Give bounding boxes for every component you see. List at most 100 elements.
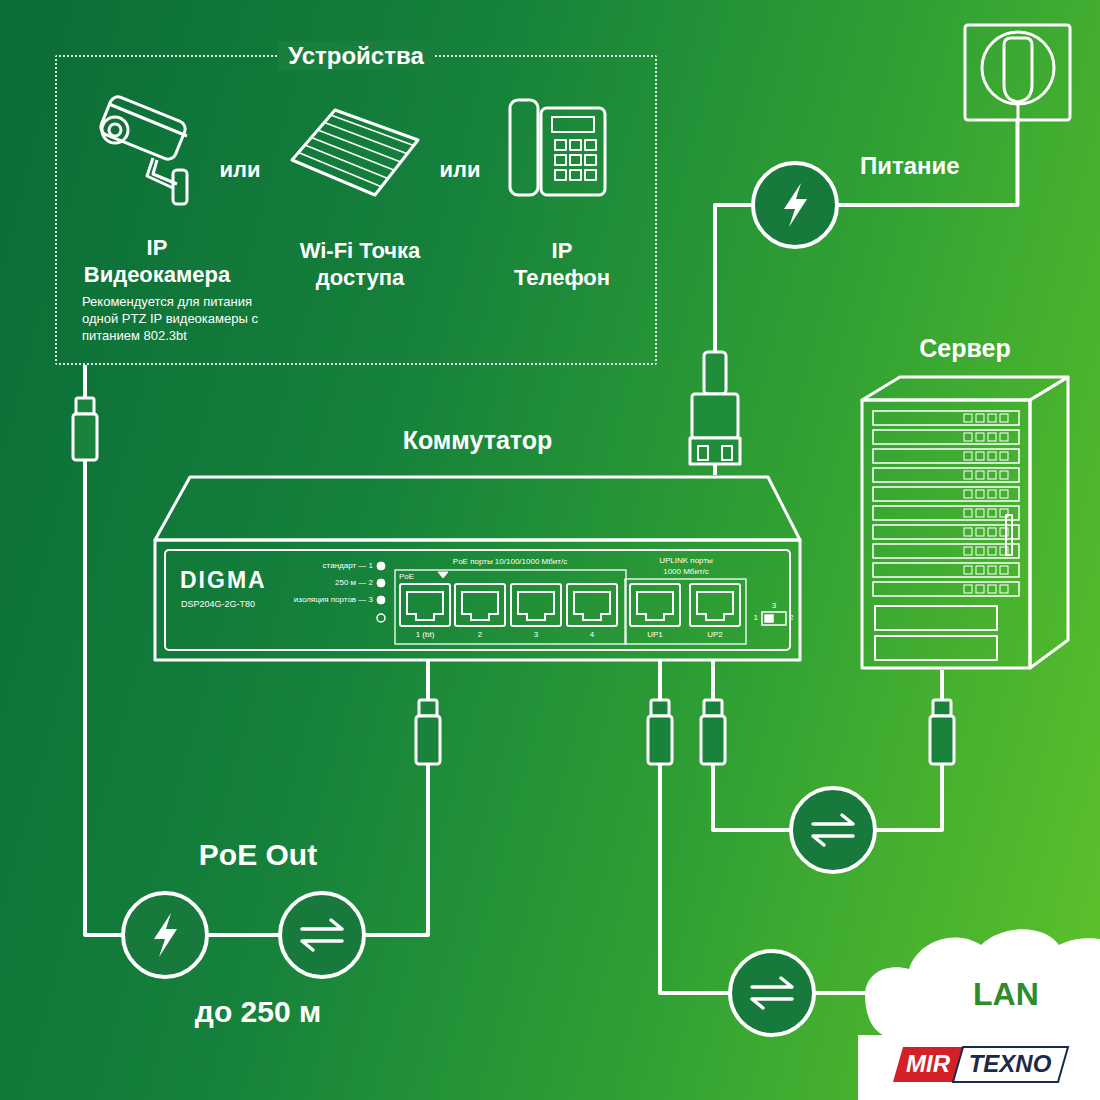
- power-symbol: [154, 913, 177, 957]
- rj45-plug: [704, 700, 722, 716]
- switch-housing: [165, 550, 790, 650]
- panel-label: PoE: [399, 572, 414, 581]
- device-node: IP ВидеокамераРекомендуется для питания …: [72, 92, 292, 347]
- node-title: Питание: [860, 151, 960, 180]
- wifi-access-point-icon: [299, 115, 414, 187]
- switch-ports: [511, 584, 561, 626]
- switch-ports: [567, 584, 617, 626]
- power-socket: [982, 32, 1054, 104]
- device-node: IP Телефон: [497, 92, 627, 292]
- power-socket: [1004, 38, 1032, 102]
- camera-icon: [98, 94, 187, 161]
- wifi-access-point-icon: [299, 153, 382, 187]
- node-title: IP Телефон: [505, 238, 620, 292]
- watermark-badge: [953, 1047, 1068, 1082]
- caption-text: или: [439, 157, 480, 182]
- server-rack: [862, 400, 1030, 668]
- status-leds: [377, 596, 385, 604]
- signal-circles: [123, 163, 875, 1035]
- power-socket: [1017, 102, 1020, 120]
- data-exchange-symbol: [813, 815, 853, 845]
- signal-circles: [753, 163, 837, 247]
- watermark-text: TEXNO: [969, 1050, 1052, 1078]
- switch-ports: [395, 570, 626, 644]
- dip-switch: [762, 612, 786, 625]
- panel-label: PoE порты 10/100/1000 Мбит/с: [453, 557, 567, 566]
- switch-housing: [155, 477, 800, 540]
- wifi-access-point-icon: [292, 110, 418, 195]
- node-title: IP Видеокамера: [72, 235, 242, 289]
- ip-phone-icon: [510, 100, 538, 195]
- device-node: Wi-Fi Точка доступа: [275, 92, 445, 292]
- cable-connector: [715, 120, 1018, 475]
- panel-label: 1000 Мбит/с: [663, 567, 709, 576]
- panel-label: 3: [772, 601, 776, 610]
- camera-icon: [98, 94, 187, 204]
- rj45-plug: [73, 414, 97, 460]
- server-rack: [862, 377, 1068, 668]
- server-rack: [1030, 377, 1068, 668]
- node-title: LAN: [973, 975, 1039, 1014]
- power-socket: [965, 25, 1070, 120]
- signal-circles: [123, 893, 207, 977]
- switch-housing: [155, 540, 800, 660]
- power-plug: [704, 352, 726, 394]
- device-node: Коммутатор: [155, 475, 800, 660]
- node-title: Устройства: [278, 41, 433, 70]
- panel-label: 4: [590, 630, 594, 639]
- data-exchange-symbol: [302, 815, 853, 1008]
- node-title: Коммутатор: [155, 425, 800, 456]
- caption-text: или: [219, 157, 260, 182]
- power-socket: [965, 25, 1070, 120]
- dip-switch: [765, 615, 773, 622]
- server-rack: [875, 606, 997, 630]
- device-group: УстройстваIP ВидеокамераРекомендуется дл…: [55, 55, 657, 365]
- signal-circles: [730, 951, 814, 1035]
- panel-label: UPLINK порты: [659, 556, 713, 565]
- rj45-plug: [651, 700, 669, 716]
- panel-label: стандарт — 1: [323, 561, 373, 570]
- rj45-plug: [701, 716, 725, 764]
- edge-label: PoE Out: [199, 838, 317, 873]
- panel-label: 2: [789, 613, 793, 622]
- camera-icon: [102, 117, 128, 143]
- watermark-text: MIR: [906, 1050, 950, 1078]
- panel-label: 3: [534, 630, 538, 639]
- status-leds: [438, 572, 448, 578]
- rj45-plug: [73, 398, 954, 764]
- node-note: Рекомендуется для питания одной PTZ IP в…: [82, 294, 287, 345]
- switch-ports: [395, 570, 746, 644]
- switch-housing: [155, 477, 800, 660]
- panel-label: UP1: [647, 630, 663, 639]
- wifi-access-point-icon: [305, 145, 388, 179]
- status-leds: [377, 562, 448, 622]
- watermark-badge: [893, 1047, 963, 1082]
- power-symbol: [154, 183, 807, 957]
- ip-phone-icon: [585, 155, 596, 165]
- ip-phone-icon: [570, 170, 581, 180]
- switch-ports: [690, 584, 740, 626]
- cloud-shape: [865, 929, 1100, 1035]
- rj45-plug: [416, 716, 440, 764]
- panel-label: 2: [478, 630, 482, 639]
- rj45-plug: [419, 700, 437, 716]
- ip-phone-icon: [585, 140, 596, 150]
- server-rack: [1006, 515, 1012, 555]
- panel-label: 1: [754, 613, 758, 622]
- ip-phone-icon: [510, 100, 605, 195]
- watermark-badge: [858, 1035, 1100, 1100]
- server-rack: [872, 410, 1022, 600]
- ip-phone-icon: [570, 140, 581, 150]
- power-plug: [690, 438, 740, 464]
- power-symbol: [784, 183, 807, 227]
- wifi-access-point-icon: [331, 115, 414, 146]
- power-plug: [692, 394, 738, 438]
- signal-circles: [280, 893, 364, 977]
- ip-phone-icon: [555, 155, 566, 165]
- watermark-badge: [858, 1035, 1100, 1100]
- panel-label: изоляция портов — 3: [294, 595, 373, 604]
- device-node: Питание: [965, 25, 1070, 120]
- camera-icon: [147, 158, 173, 188]
- panel-label: 250 м — 2: [335, 578, 373, 587]
